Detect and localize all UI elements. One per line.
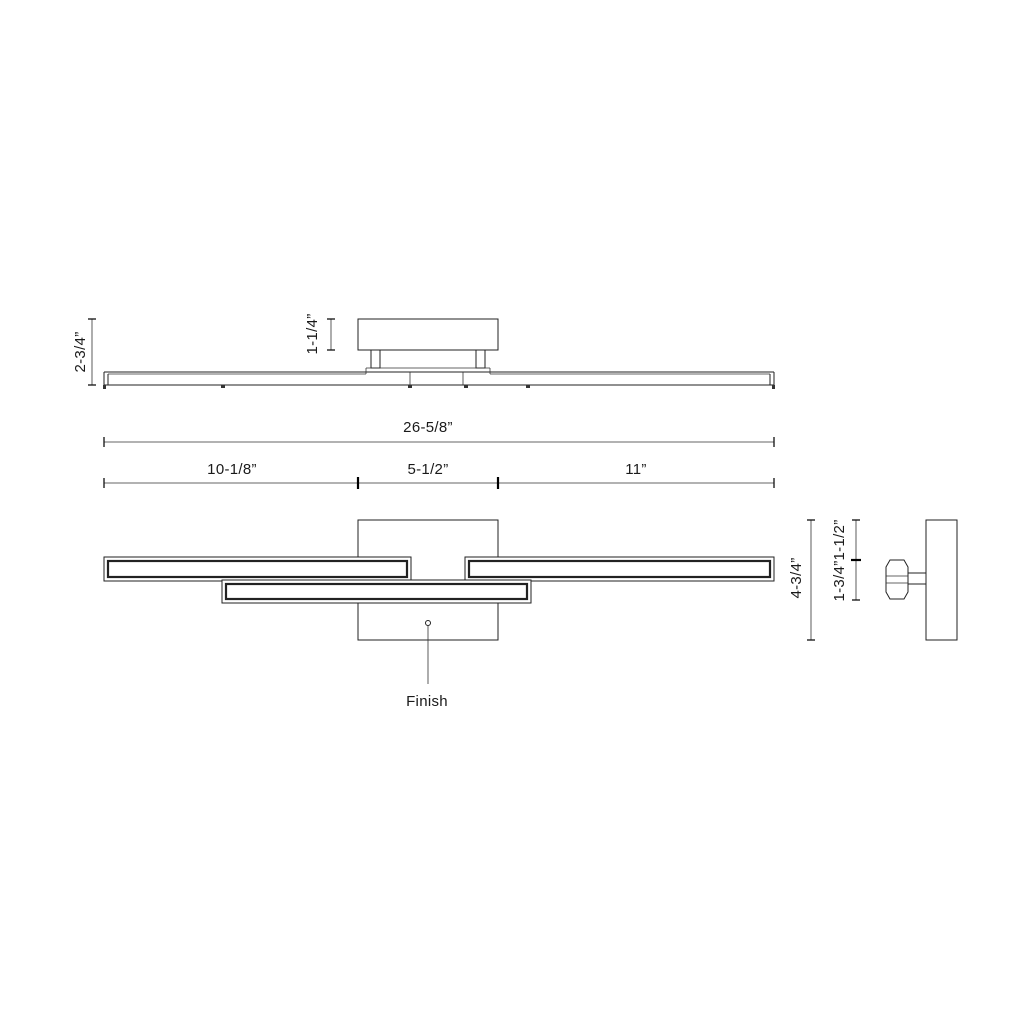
label-overall-width: 26-5/8” [403, 419, 453, 436]
label-front-height: 4-3/4” [788, 558, 805, 599]
side-backplate [925, 519, 958, 641]
profile-canopy [357, 318, 499, 351]
dim-overall-width: 26-5/8” [103, 419, 775, 447]
side-view: 1-1/2” 1-3/4” [831, 519, 958, 641]
label-right-segment: 11” [625, 461, 646, 478]
front-bar-right [464, 556, 775, 582]
profile-stem-right [475, 349, 486, 369]
finish-point [425, 620, 431, 626]
dim-segments: 10-1/8” 5-1/2” 11” [103, 461, 775, 489]
dim-front-height: 4-3/4” [788, 519, 815, 641]
profile-view: 2-3/4” 1-1/4” [72, 314, 775, 389]
label-side-lower: 1-3/4” [831, 561, 848, 602]
dim-profile-height: 2-3/4” [72, 318, 96, 386]
label-left-segment: 10-1/8” [207, 461, 257, 478]
label-finish: Finish [406, 693, 448, 710]
label-canopy-height: 1-1/4” [304, 314, 321, 355]
dim-canopy-height: 1-1/4” [304, 314, 335, 355]
profile-bar [103, 367, 775, 389]
front-view: Finish 4-3/4” [103, 519, 815, 710]
label-middle-segment: 5-1/2” [408, 461, 449, 478]
side-arm [906, 572, 927, 585]
profile-stem-left [370, 349, 381, 369]
side-head [885, 559, 909, 600]
front-bar-lower [221, 579, 532, 604]
front-bar-left [103, 556, 412, 582]
label-side-upper: 1-1/2” [831, 520, 848, 561]
dim-side: 1-1/2” 1-3/4” [831, 519, 861, 602]
label-profile-height: 2-3/4” [72, 332, 89, 373]
